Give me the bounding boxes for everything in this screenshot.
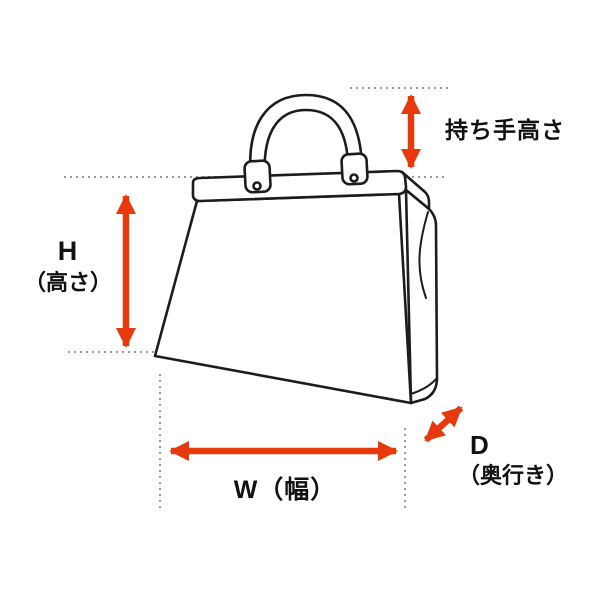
height-label-letter: H: [57, 236, 79, 266]
bag-illustration: [153, 93, 439, 405]
bag-side-crease: [418, 211, 429, 299]
bag-handle-inner: [263, 108, 350, 181]
handle-height-label: 持ち手高さ: [445, 117, 565, 143]
bag-side-bottom-seam: [410, 378, 437, 395]
dimension-arrows: [116, 94, 464, 461]
bag-front-panel: [153, 192, 413, 405]
width-label: W（幅）: [233, 476, 337, 504]
handle-tab-left: [243, 159, 272, 194]
height-label-caption: （高さ）: [23, 269, 112, 295]
height-label: H （高さ）: [14, 235, 122, 296]
handle-rivet-left: [252, 181, 262, 191]
bag-side-panel: [404, 188, 439, 405]
depth-label-letter: D: [470, 430, 490, 460]
handle-tab-right: [340, 152, 369, 186]
arrow-depth: [423, 405, 464, 443]
bag-handle-outline: [248, 93, 364, 180]
handle-rivet-right: [349, 173, 359, 183]
bag-frame-side: [400, 170, 431, 211]
depth-label-caption: （奥行き）: [458, 462, 569, 488]
depth-label: D （奥行き）: [458, 429, 568, 489]
